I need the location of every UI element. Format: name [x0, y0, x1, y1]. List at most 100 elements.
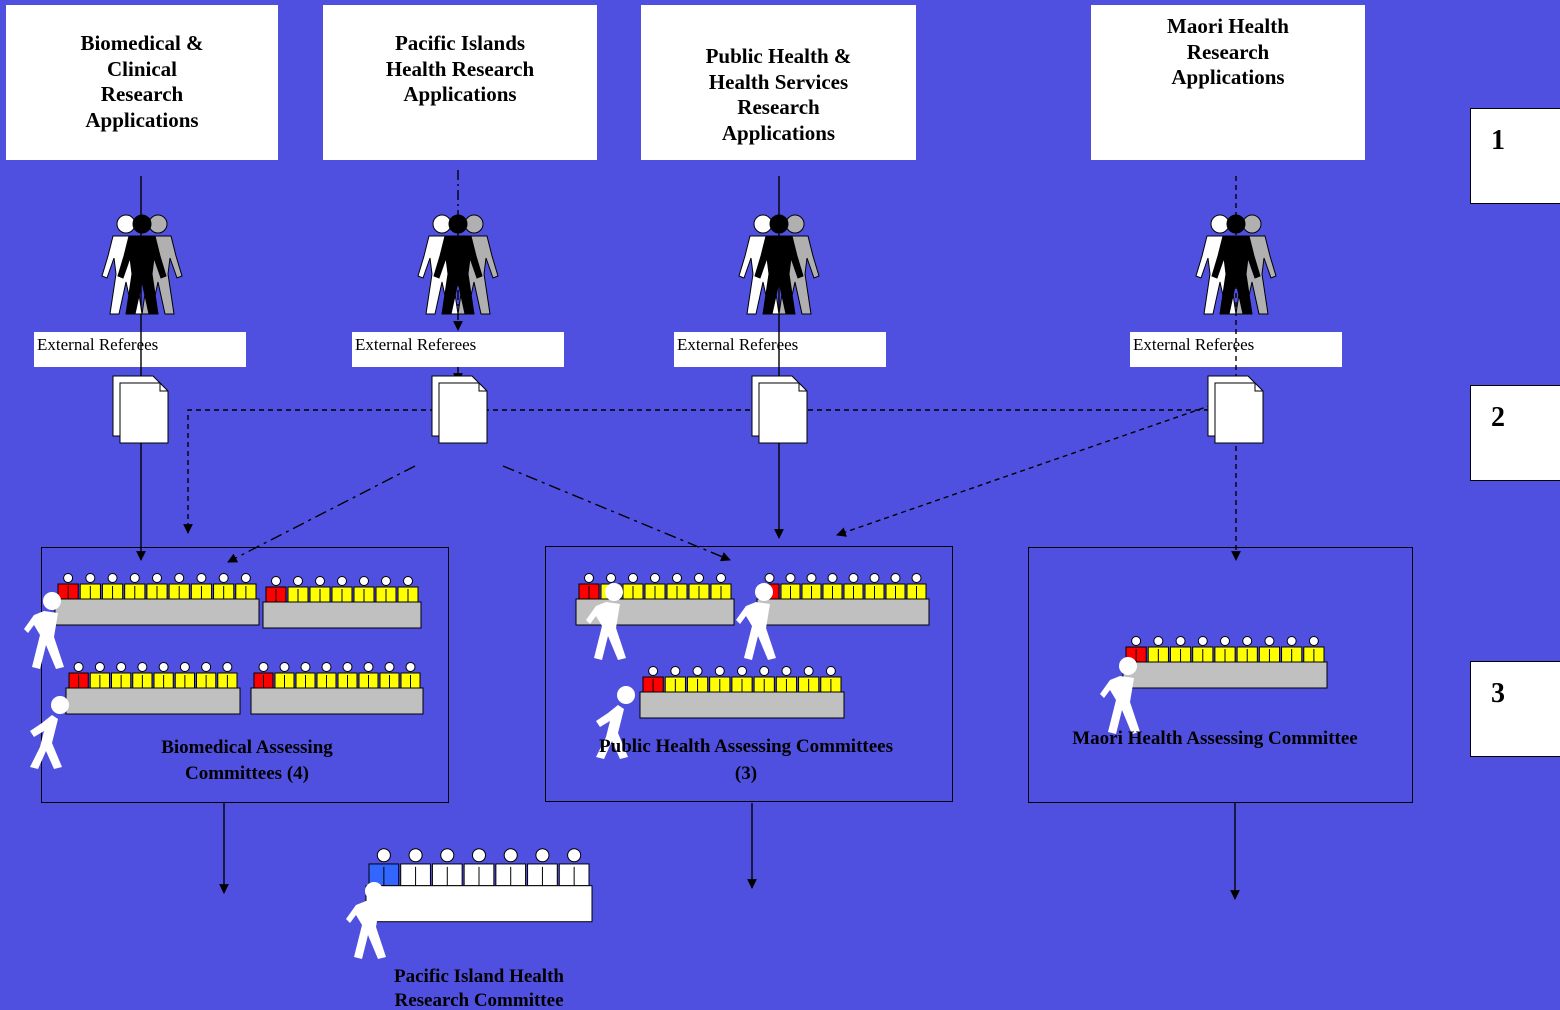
person-icon [24, 592, 64, 669]
member-head [1131, 636, 1142, 646]
member-head [827, 573, 838, 583]
committee-table [65, 662, 241, 715]
member-head [218, 573, 229, 583]
biomedical-committee-label: Committees (4) [185, 763, 309, 784]
table-surface [756, 598, 930, 626]
member-head [1264, 636, 1275, 646]
member-head [584, 573, 594, 583]
member-head [179, 662, 190, 672]
member-head [258, 662, 269, 672]
committee-table [365, 848, 593, 923]
member-head [315, 576, 325, 586]
biomedical-applications-box: Biomedical & Clinical Research Applicati… [6, 5, 278, 160]
maori-committee-frame [1028, 547, 1413, 803]
committee-table [1122, 636, 1328, 689]
external-referees-label: External Referees [674, 332, 886, 367]
member-head [201, 662, 212, 672]
table-surface [639, 691, 845, 719]
member-head [890, 573, 901, 583]
member-head [567, 848, 582, 863]
member-head [137, 662, 148, 672]
committee-table [262, 576, 422, 629]
member-head [116, 662, 127, 672]
document-icon [431, 375, 488, 444]
member-head [440, 848, 455, 863]
biomedical-committee-label: Biomedical Assessing [161, 737, 333, 758]
member-head [764, 573, 775, 583]
member-head [694, 573, 704, 583]
member-head [240, 573, 251, 583]
member-head [381, 576, 391, 586]
referee-group-icon [1196, 215, 1276, 314]
member-head [714, 666, 725, 676]
member-head [785, 573, 796, 583]
member-head [342, 662, 353, 672]
public-health-committee-label: Public Health Assessing Committees [599, 736, 893, 757]
member-head [271, 576, 281, 586]
referee-group-icon [102, 215, 182, 314]
member-head [63, 573, 74, 583]
pacific-applications-box: Pacific Islands Health Research Applicat… [323, 5, 597, 160]
public-health-applications-box: Public Health & Health Services Research… [641, 5, 916, 160]
member-head [848, 573, 859, 583]
member-head [279, 662, 290, 672]
member-head [670, 666, 681, 676]
member-head [293, 576, 303, 586]
member-head [869, 573, 880, 583]
committee-table [54, 573, 260, 626]
stage-1-box: 1 [1470, 108, 1560, 204]
table-surface [365, 885, 593, 923]
member-head [129, 573, 140, 583]
member-head [85, 573, 96, 583]
member-head [359, 576, 369, 586]
person-icon [1100, 657, 1140, 734]
member-head [759, 666, 770, 676]
member-head [806, 573, 817, 583]
table-surface [65, 687, 241, 715]
member-head [1175, 636, 1186, 646]
member-head [363, 662, 374, 672]
member-head [628, 573, 638, 583]
member-head [1308, 636, 1319, 646]
table-surface [1122, 661, 1328, 689]
member-head [606, 573, 616, 583]
document-icon [1207, 375, 1264, 444]
pacific-committee-label: Pacific Island Health [394, 966, 564, 987]
member-head [1197, 636, 1208, 646]
member-head [803, 666, 814, 676]
member-head [408, 848, 423, 863]
member-head [405, 662, 416, 672]
member-head [825, 666, 836, 676]
member-head [384, 662, 395, 672]
member-head [1153, 636, 1164, 646]
public-health-committees-frame [545, 546, 953, 802]
table-surface [262, 601, 422, 629]
member-head [911, 573, 922, 583]
member-head [535, 848, 550, 863]
member-head [1220, 636, 1230, 646]
document-icon [112, 375, 169, 444]
member-head [158, 662, 169, 672]
member-head [152, 573, 162, 583]
member-head [321, 662, 332, 672]
external-referees-label: External Referees [34, 332, 246, 367]
person-icon [30, 696, 69, 769]
maori-applications-box: Maori Health Research Applications [1091, 5, 1365, 160]
member-head [376, 848, 391, 863]
maori-committee-label: Maori Health Assessing Committee [1072, 728, 1357, 749]
public-health-committee-label: (3) [735, 763, 757, 784]
member-head [222, 662, 233, 672]
external-referees-label: External Referees [352, 332, 564, 367]
member-head [650, 573, 660, 583]
stage-3-box: 3 [1470, 661, 1560, 757]
member-head [737, 666, 747, 676]
member-head [1242, 636, 1253, 646]
member-head [1286, 636, 1297, 646]
member-head [648, 666, 659, 676]
external-referees-label: External Referees [1130, 332, 1342, 367]
member-head [174, 573, 185, 583]
member-head [107, 573, 118, 583]
member-head [196, 573, 207, 583]
member-head [471, 848, 487, 863]
